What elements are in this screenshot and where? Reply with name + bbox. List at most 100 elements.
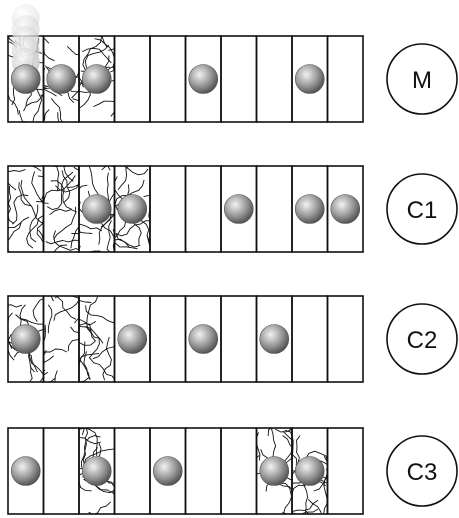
- fiber-strand: [43, 324, 67, 353]
- row-label: C1: [407, 197, 438, 224]
- row-c2: C2: [7, 295, 458, 383]
- fiber-strand: [46, 171, 74, 211]
- row-label: C3: [407, 459, 438, 486]
- chamber-cell: [149, 35, 187, 123]
- chamber-cell: [291, 295, 329, 383]
- row-m: M: [7, 4, 458, 123]
- fiber-network: [43, 165, 80, 253]
- fiber-strand: [43, 175, 76, 205]
- row-label: C2: [407, 327, 438, 354]
- fiber-strand: [31, 171, 44, 208]
- ball: [330, 194, 361, 224]
- fiber-strand: [32, 298, 44, 322]
- fiber-strand: [78, 166, 88, 190]
- fiber-network: [43, 295, 80, 383]
- fiber-strand: [70, 326, 80, 342]
- fiber-strand: [79, 501, 111, 515]
- fiber-strand: [291, 499, 319, 515]
- row-label-circle: [386, 173, 458, 245]
- fiber-strand: [45, 239, 80, 245]
- chamber-cell: [184, 427, 222, 515]
- fiber-strand: [114, 238, 130, 248]
- fiber-strand: [85, 325, 100, 359]
- chamber-cell: [220, 35, 258, 123]
- fiber-strand: [7, 168, 26, 173]
- fiber-strand: [102, 336, 112, 381]
- ball: [81, 64, 112, 94]
- ball: [294, 456, 325, 486]
- fiber-strand: [115, 233, 141, 248]
- chamber-cell: [42, 427, 80, 515]
- ball: [10, 324, 41, 354]
- fiber-strand: [92, 345, 115, 360]
- fiber-strand: [50, 98, 63, 123]
- ball: [10, 456, 41, 486]
- fiber-strand: [29, 204, 39, 243]
- chamber-cell: [326, 427, 364, 515]
- chamber-cell: [326, 35, 364, 123]
- fiber-strand: [83, 351, 91, 380]
- fiber-strand: [101, 223, 115, 247]
- chamber-cell: [7, 165, 45, 253]
- fiber-strand: [7, 304, 23, 314]
- fiber-strand: [61, 170, 71, 203]
- fiber-strand: [50, 180, 72, 210]
- chamber-cell: [220, 427, 258, 515]
- chamber-cell: [255, 35, 293, 123]
- row-label-circle: [386, 435, 458, 507]
- fiber-strand: [93, 100, 115, 117]
- ball: [152, 456, 183, 486]
- fiber-strand: [7, 216, 30, 234]
- chamber-cell: [184, 165, 222, 253]
- chamber-cell: [149, 295, 187, 383]
- ball: [294, 194, 325, 224]
- fiber-strand: [15, 314, 44, 325]
- chamber-cell: [42, 165, 80, 253]
- fiber-strand: [18, 182, 31, 207]
- row-label-circle: [386, 303, 458, 375]
- fiber-strand: [323, 468, 328, 515]
- fiber-strand: [118, 165, 149, 176]
- fiber-strand: [282, 505, 293, 515]
- chamber-cell: [113, 427, 151, 515]
- row-c1: C1: [7, 165, 458, 253]
- ball: [81, 194, 112, 224]
- fiber-strand: [18, 109, 44, 123]
- fiber-strand: [43, 109, 50, 123]
- chamber-cell: [42, 295, 80, 383]
- chamber-cell: [113, 35, 151, 123]
- ball: [259, 456, 290, 486]
- fiber-strand: [115, 220, 151, 237]
- ball: [10, 64, 41, 94]
- fiber-network: [7, 165, 44, 253]
- fiber-strand: [53, 230, 80, 251]
- row-label-circle: [386, 43, 458, 115]
- fiber-strand: [82, 47, 112, 64]
- fiber-strand: [7, 185, 15, 224]
- row-label: M: [412, 67, 432, 94]
- fiber-strand: [43, 355, 54, 377]
- chamber-cell: [149, 165, 187, 253]
- fiber-strand: [47, 112, 60, 123]
- chamber-cell: [326, 295, 364, 383]
- fiber-strand: [47, 304, 53, 334]
- fiber-strand: [78, 245, 101, 253]
- fiber-strand: [8, 366, 33, 383]
- fiber-strand: [78, 427, 98, 457]
- fiber-strand: [49, 208, 77, 216]
- fiber-strand: [43, 37, 55, 62]
- fiber-strand: [20, 180, 44, 225]
- chamber-cell: [326, 165, 364, 253]
- row-c3: C3: [7, 427, 458, 515]
- ball: [188, 64, 219, 94]
- fiber-strand: [55, 166, 80, 193]
- ball: [188, 324, 219, 354]
- fiber-strand: [78, 353, 100, 368]
- ball: [117, 194, 148, 224]
- fiber-strand: [53, 206, 77, 240]
- fiber-network: [78, 296, 115, 383]
- chamber-cell: [255, 165, 293, 253]
- fiber-strand: [37, 175, 44, 200]
- chamber-cell: [220, 295, 258, 383]
